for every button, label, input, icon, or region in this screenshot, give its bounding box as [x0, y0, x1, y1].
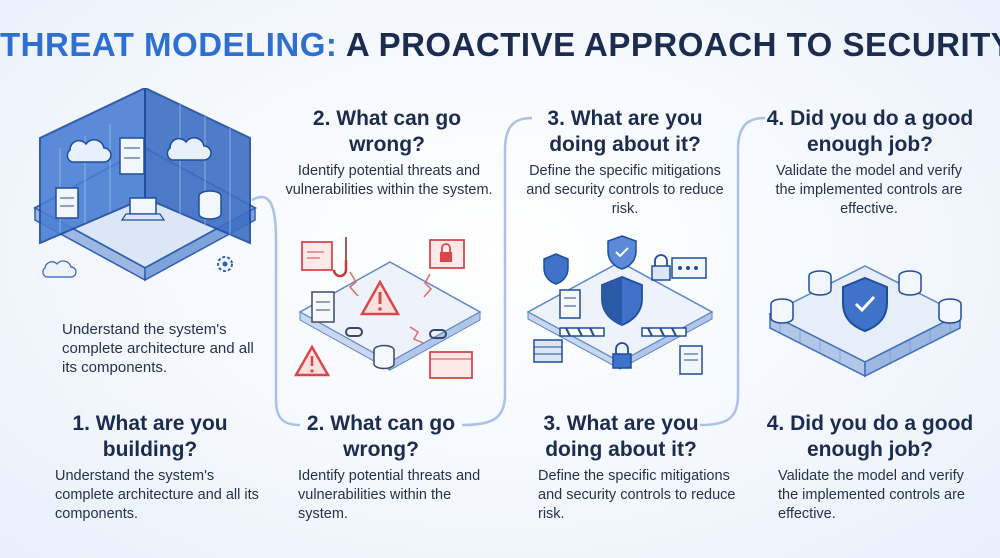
- cloud-icon: [166, 137, 212, 161]
- server-icon: [55, 187, 79, 219]
- step3-body: Define the specific mitigations and secu…: [538, 468, 736, 522]
- gear-icon: [217, 256, 233, 272]
- step4-top-body: Validate the model and verify the implem…: [775, 163, 963, 217]
- architecture-illustration: [32, 88, 258, 282]
- mitigations-illustration: [526, 235, 714, 375]
- cloud-icon: [42, 260, 77, 278]
- warning-icon: [293, 344, 331, 377]
- barrier-icon: [559, 327, 605, 337]
- lock-icon: [429, 239, 465, 269]
- brick-wall-icon: [533, 339, 563, 363]
- database-icon: [898, 270, 922, 296]
- step4-top-heading: 4. Did you do a good enough job?: [766, 107, 974, 156]
- step3-heading: 3. What are you doing about it?: [543, 412, 699, 461]
- database-icon: [373, 344, 395, 370]
- shield-icon: [543, 253, 569, 285]
- document-icon: [679, 345, 703, 375]
- checkmark-shield-icon: [607, 235, 637, 270]
- step2-body: Identify potential threats and vulnerabi…: [298, 468, 481, 522]
- step2-heading: 2. What can go wrong?: [306, 412, 456, 461]
- barrier-icon: [641, 327, 687, 337]
- step1-body: Understand the system's complete archite…: [55, 468, 259, 522]
- step2-top-heading: 2. What can go wrong?: [312, 107, 462, 156]
- step1-intro: Understand the system's complete archite…: [62, 321, 254, 376]
- lock-icon: [612, 342, 632, 369]
- broken-link-icon: [345, 327, 447, 339]
- checkmark-shield-icon: [842, 276, 888, 333]
- step3-top-heading: 3. What are you doing about it?: [547, 107, 703, 156]
- title-part-2: A PROACTIVE APPROACH TO SECURITY: [345, 26, 1000, 63]
- step2-top-body: Identify potential threats and vulnerabi…: [285, 163, 493, 198]
- step3-top-body: Define the specific mitigations and secu…: [526, 163, 724, 217]
- database-icon: [770, 298, 794, 324]
- lock-icon: [651, 254, 671, 281]
- lock-icon: [671, 257, 707, 279]
- warning-icon: [359, 279, 401, 316]
- validation-illustration: [768, 265, 962, 378]
- step4-body: Validate the model and verify the implem…: [778, 468, 965, 522]
- threats-illustration: [293, 237, 482, 379]
- server-icon: [119, 137, 145, 175]
- code-window-icon: [301, 241, 333, 271]
- step4-heading: 4. Did you do a good enough job?: [766, 412, 974, 461]
- title-part-1: THREAT MODELING:: [0, 26, 338, 63]
- database-icon: [938, 298, 962, 324]
- page-title: THREAT MODELING: A PROACTIVE APPROACH TO…: [0, 26, 1000, 64]
- fishing-hook-icon: [332, 237, 348, 278]
- code-window-icon: [429, 351, 473, 379]
- database-icon: [198, 190, 222, 220]
- laptop-icon: [120, 197, 166, 221]
- database-icon: [808, 270, 832, 296]
- server-icon: [311, 291, 335, 323]
- server-icon: [559, 289, 581, 319]
- cloud-icon: [66, 139, 112, 163]
- step1-heading: 1. What are you building?: [72, 412, 228, 461]
- checkmark-shield-icon: [601, 276, 643, 326]
